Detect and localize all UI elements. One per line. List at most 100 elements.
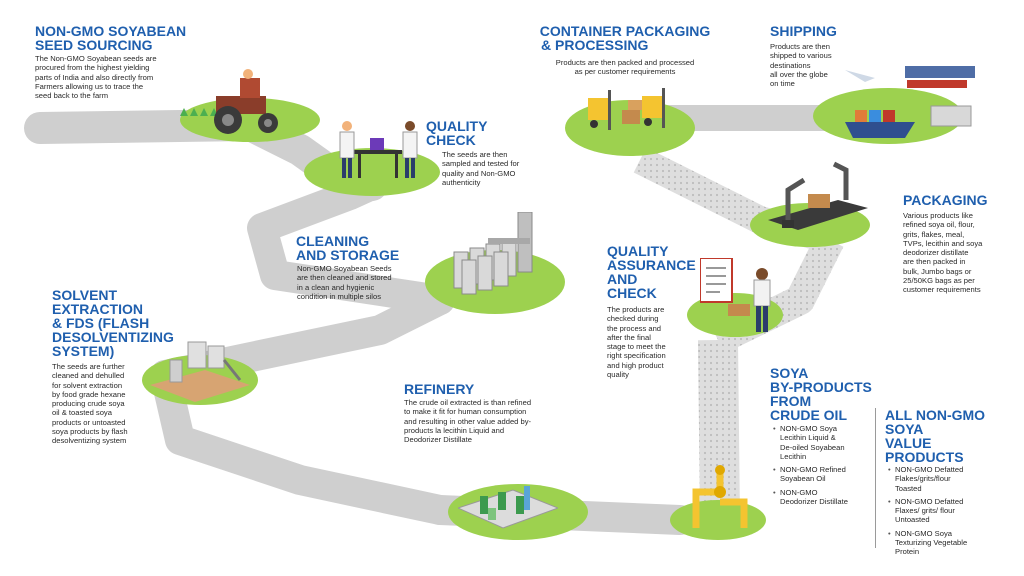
desc-line: right specification <box>607 351 666 361</box>
solvent-extraction-title-line: & FDS (FLASH <box>52 315 150 331</box>
seed-sourcing-description: The Non-GMO Soyabean seeds are procured … <box>35 54 195 100</box>
quality-assurance-title-line: QUALITY <box>607 243 669 259</box>
desc-line: as per customer requirements <box>574 67 676 77</box>
seed-sourcing-title-line: SEED SOURCING <box>35 37 153 53</box>
desc-line: by food grade hexane <box>52 389 126 399</box>
desc-line: refined soya oil, flour, <box>903 220 975 230</box>
robotic-arm-icon <box>768 161 868 230</box>
tractor-farmer-icon <box>180 69 278 134</box>
list-item: NON-GMO Defatted Flakes/grits/flour Toas… <box>888 465 992 493</box>
refinery-title-line: REFINERY <box>404 381 475 397</box>
byproducts-title-line: CRUDE OIL <box>770 407 847 423</box>
desc-line: quality <box>607 370 629 380</box>
value-products-title-line: ALL NON-GMO <box>885 407 986 423</box>
list-item: NON-GMO Defatted Flaxes/ grits/ flour Un… <box>888 497 992 525</box>
container-packaging-title: CONTAINER PACKAGING & PROCESSING <box>533 24 717 52</box>
list-item: NON-GMO Soya Lecithin Liquid & De-oiled … <box>773 424 872 461</box>
byproducts-title-line: SOYA <box>770 365 809 381</box>
desc-line: bulk, Jumbo bags or <box>903 266 972 276</box>
solvent-extraction-title-line: SOLVENT <box>52 287 118 303</box>
quality-check-description: The seeds are then sampled and tested fo… <box>442 150 552 187</box>
cleaning-storage-description: Non-GMO Soyabean Seeds are then cleaned … <box>297 264 427 301</box>
container-packaging-title-line: & PROCESSING <box>541 37 649 53</box>
desc-line: The seeds are then <box>442 150 508 159</box>
solvent-extraction-title-line: EXTRACTION <box>52 301 143 317</box>
desc-line: Products are then <box>770 42 830 51</box>
list-item: NON-GMO Soya Texturizing Vegetable Prote… <box>888 529 992 557</box>
desc-line: are then cleaned and stored <box>297 273 392 283</box>
desc-line: and resulting in other value added by- <box>404 416 532 426</box>
refinery-title: REFINERY <box>404 382 474 396</box>
list-item: NON-GMO Deodorizer Distillate <box>773 488 872 507</box>
desc-line: shipped to various <box>770 51 832 61</box>
desc-line: stage to meet the <box>607 342 666 352</box>
desc-line: destinations <box>770 60 811 70</box>
desc-line: Non-GMO Soyabean Seeds <box>297 264 392 273</box>
quality-check-title: QUALITY CHECK <box>426 119 487 147</box>
solvent-extraction-title-line: SYSTEM) <box>52 343 115 359</box>
solvent-extraction-title: SOLVENT EXTRACTION & FDS (FLASH DESOLVEN… <box>52 288 174 358</box>
quality-check-title-line: CHECK <box>426 132 476 148</box>
desc-line: oil & toasted soya <box>52 408 112 418</box>
desc-line: are then packed in <box>903 257 966 267</box>
desc-line: Farmers allowing us to trace the <box>35 81 144 91</box>
desc-line: products or untoasted <box>52 417 126 427</box>
desc-line: Various products like <box>903 211 973 220</box>
quality-assurance-title-line: AND <box>607 271 638 287</box>
desc-line: grits, flakes, meal, <box>903 229 965 239</box>
desc-line: after the final <box>607 332 651 342</box>
value-products-title-line: VALUE <box>885 435 932 451</box>
desc-line: desolventizing system <box>52 436 127 446</box>
desc-line: in a clean and hygienic <box>297 282 375 292</box>
cleaning-storage-title-line: CLEANING <box>296 233 370 249</box>
byproducts-title-line: FROM <box>770 393 812 409</box>
inspector-clipboard-icon <box>700 258 771 332</box>
desc-line: The Non-GMO Soyabean seeds are <box>35 54 157 63</box>
solvent-extraction-title-line: DESOLVENTIZING <box>52 329 174 345</box>
container-packaging-title-line: CONTAINER PACKAGING <box>539 23 711 39</box>
desc-line: soya products by flash <box>52 427 128 437</box>
oil-pipeline-icon <box>692 465 748 528</box>
desc-line: 25/50KG bags as per <box>903 276 975 286</box>
desc-line: seed back to the farm <box>35 91 109 101</box>
packaging-description: Various products like refined soya oil, … <box>903 211 1008 295</box>
value-products-title-line: SOYA <box>885 421 924 437</box>
desc-line: quality and Non-GMO <box>442 168 516 178</box>
quality-check-title-line: QUALITY <box>426 118 488 134</box>
value-products-list: NON-GMO Defatted Flakes/grits/flour Toas… <box>887 465 992 561</box>
desc-line: TVPs, lecithin and soya <box>903 238 983 248</box>
desc-line: checked during <box>607 314 659 324</box>
value-products-title: ALL NON-GMO SOYA VALUE PRODUCTS <box>885 408 985 464</box>
container-packaging-description: Products are then packed and processed a… <box>540 58 710 77</box>
forklift-icon <box>588 88 665 130</box>
lab-scientists-icon <box>339 121 418 178</box>
packaging-title: PACKAGING <box>903 193 988 207</box>
desc-line: procured from the highest yielding <box>35 63 150 73</box>
quality-assurance-title-line: ASSURANCE <box>607 257 696 273</box>
cleaning-storage-title-line: AND STORAGE <box>296 247 400 263</box>
desc-line: customer requirements <box>903 285 981 295</box>
desc-line: all over the globe <box>770 69 828 79</box>
desc-line: authenticity <box>442 177 481 187</box>
desc-line: sampled and tested for <box>442 159 520 169</box>
cleaning-storage-title: CLEANING AND STORAGE <box>296 234 399 262</box>
desc-line: products la lecithin Liquid and <box>404 425 505 435</box>
desc-line: Products are then packed and processed <box>555 58 695 67</box>
seed-sourcing-title: NON-GMO SOYABEAN SEED SOURCING <box>35 24 186 52</box>
column-divider <box>875 408 876 548</box>
desc-line: and high product <box>607 360 664 370</box>
desc-line: for solvent extraction <box>52 380 123 390</box>
quality-assurance-title: QUALITY ASSURANCE AND CHECK <box>607 244 696 300</box>
quality-assurance-description: The products are checked during the proc… <box>607 305 697 379</box>
refinery-description: The crude oil extracted is than refined … <box>404 398 564 444</box>
ship-plane-truck-icon <box>845 66 975 138</box>
desc-line: to make it fit for human consumption <box>404 407 527 417</box>
desc-line: The crude oil extracted is than refined <box>404 398 532 407</box>
desc-line: condition in multiple silos <box>297 291 381 301</box>
desc-line: deodorizer distillate <box>903 248 969 258</box>
desc-line: Deodorizer Distillate <box>404 435 472 445</box>
desc-line: The products are <box>607 305 665 314</box>
byproducts-title: SOYA BY-PRODUCTS FROM CRUDE OIL <box>770 366 872 422</box>
byproducts-list: NON-GMO Soya Lecithin Liquid & De-oiled … <box>772 424 872 510</box>
packaging-title-line: PACKAGING <box>903 192 988 208</box>
